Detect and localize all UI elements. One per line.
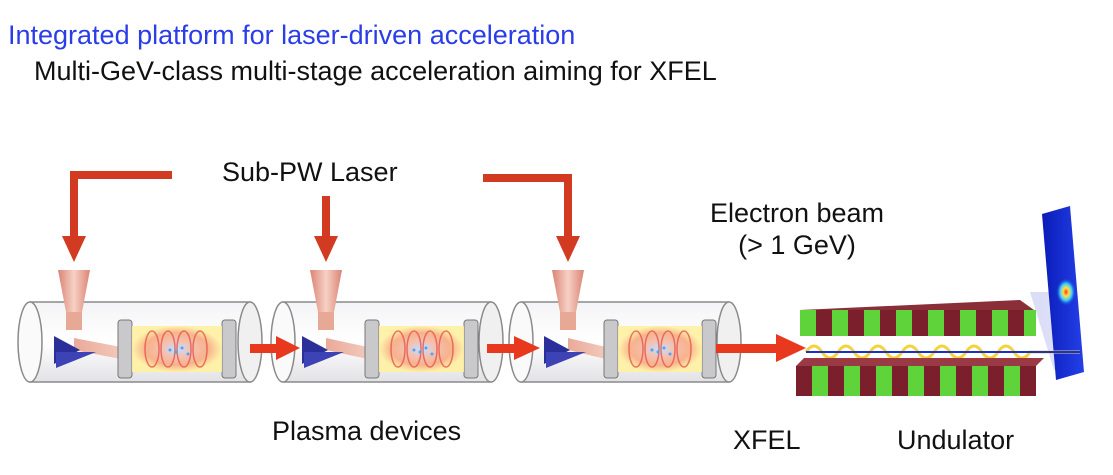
label-electron-beam: Electron beam (> 1 GeV) xyxy=(687,197,907,261)
plasma-stage-3 xyxy=(508,270,742,383)
plasma-stage-1 xyxy=(17,270,263,383)
label-plasma-devices: Plasma devices xyxy=(272,416,462,446)
label-electron-beam-line1: Electron beam xyxy=(709,198,885,228)
label-undulator: Undulator xyxy=(897,425,1015,455)
laser-feed-arrows xyxy=(62,171,580,262)
undulator-top-magnets xyxy=(800,300,1036,336)
label-xfel: XFEL xyxy=(733,425,801,455)
label-sub-pw-laser: Sub-PW Laser xyxy=(222,157,398,187)
diagram-subtitle: Multi-GeV-class multi-stage acceleration… xyxy=(34,56,717,86)
undulator-bottom-magnets xyxy=(796,358,1044,396)
plasma-stage-2 xyxy=(270,270,504,383)
beam-arrows xyxy=(250,334,806,362)
label-electron-beam-line2: (> 1 GeV) xyxy=(738,230,856,260)
diagram-title: Integrated platform for laser-driven acc… xyxy=(8,20,576,50)
undulator xyxy=(796,206,1084,396)
